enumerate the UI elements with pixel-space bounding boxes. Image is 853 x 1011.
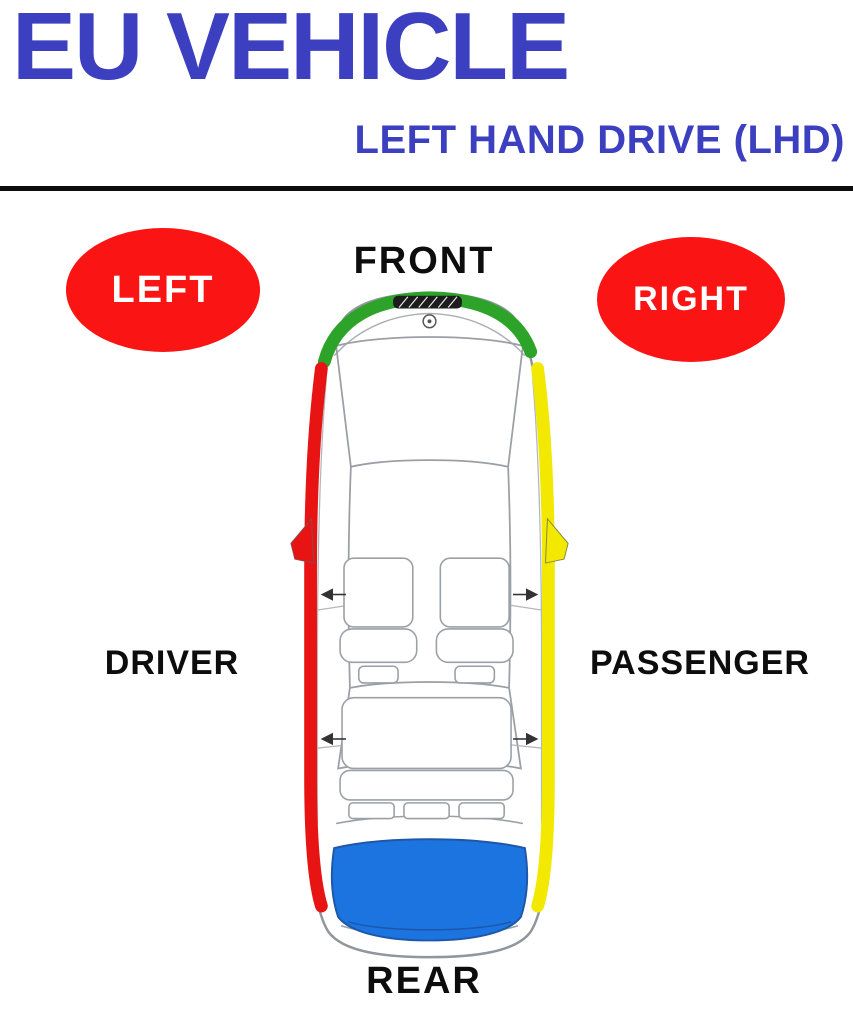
roof-rail-right [507, 466, 512, 688]
right-mirror-icon [544, 517, 569, 564]
side-arrows [320, 588, 539, 746]
car-top-view [287, 283, 572, 965]
left-mirror-icon [290, 517, 315, 564]
car-top-view-svg [290, 291, 569, 959]
rear-bench-seat [339, 696, 514, 820]
right-badge: RIGHT [597, 237, 785, 362]
rear-color-area [330, 838, 529, 942]
hood-line [333, 312, 526, 357]
right-badge-label: RIGHT [633, 280, 749, 318]
driver-label: DRIVER [104, 644, 240, 682]
door-line-left [316, 378, 327, 824]
front-label: FRONT [353, 240, 495, 282]
rear-color-detail [347, 921, 512, 931]
passenger-label: PASSENGER [590, 644, 810, 682]
roof-antenna-icon [422, 314, 437, 329]
windshield [335, 336, 524, 468]
right-color-band [531, 362, 555, 913]
roof-hatch-bar [393, 295, 462, 309]
rear-label: REAR [366, 960, 482, 1002]
front-passenger-seat [435, 557, 514, 684]
door-line-right [532, 378, 543, 824]
divider-line [0, 186, 853, 191]
page-title: EU VEHICLE [12, 0, 570, 100]
left-color-band [304, 362, 328, 913]
page-subtitle: LEFT HAND DRIVE (LHD) [354, 118, 845, 162]
left-badge: LEFT [66, 228, 260, 352]
driver-seat [339, 557, 418, 684]
left-badge-label: LEFT [111, 268, 215, 311]
